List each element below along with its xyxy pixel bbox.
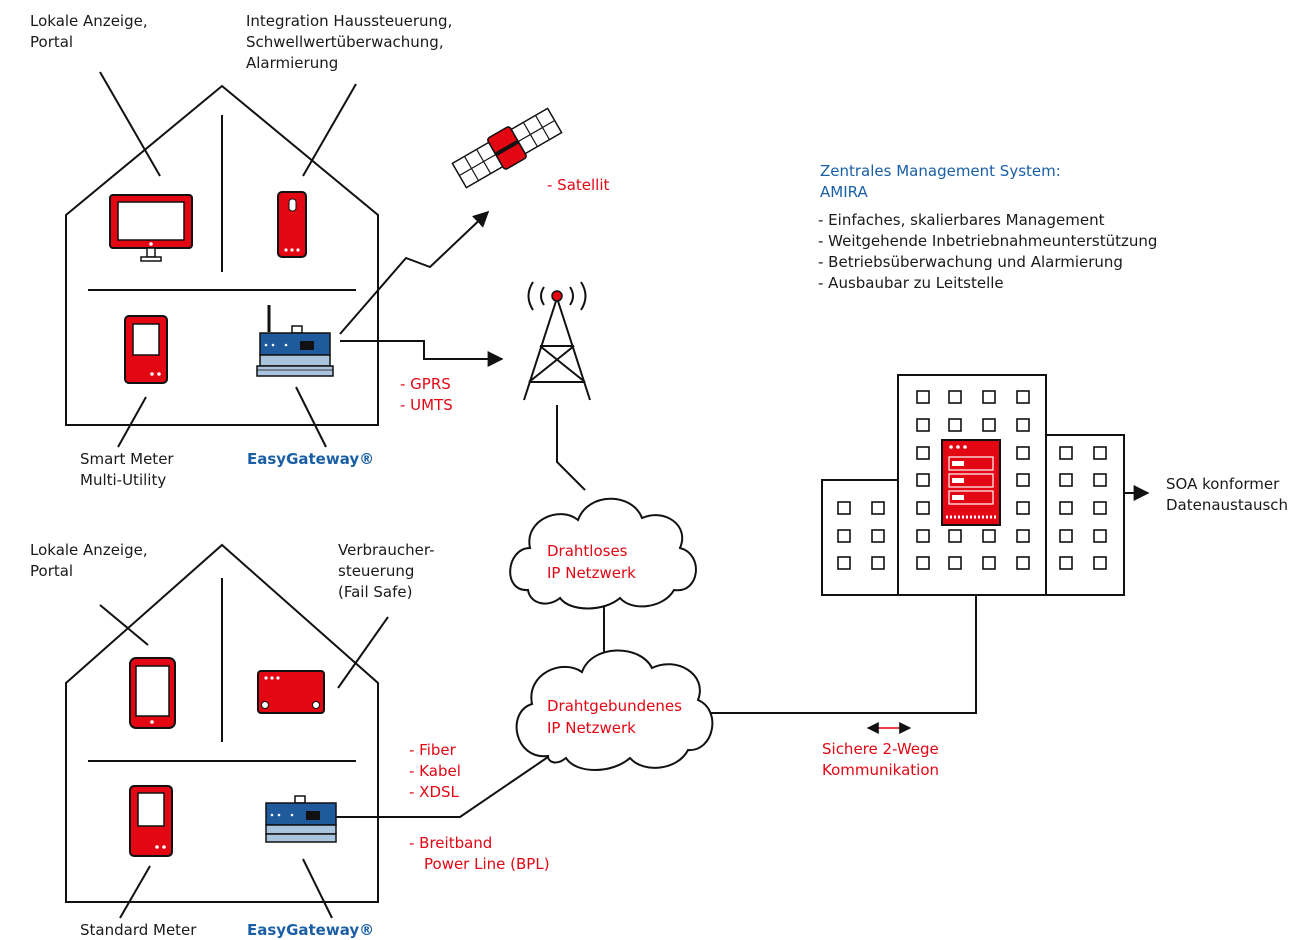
- svg-text:Lokale Anzeige,: Lokale Anzeige,: [30, 12, 148, 30]
- leader-line: [119, 865, 151, 919]
- svg-text:- GPRS: - GPRS: [400, 375, 451, 393]
- antenna-tower-icon: [523, 281, 591, 401]
- smart-meter-label: Smart Meter Multi-Utility: [80, 450, 174, 489]
- bottom-house: [65, 543, 379, 903]
- wired-cloud: [515, 649, 714, 771]
- meter-icon: [129, 785, 173, 857]
- leader-line: [99, 71, 161, 177]
- svg-text:steuerung: steuerung: [338, 562, 414, 580]
- top-house: [65, 84, 379, 426]
- mobile-link-label: - GPRS - UMTS: [400, 375, 453, 414]
- svg-text:Portal: Portal: [30, 33, 73, 51]
- svg-text:Zentrales Management System:: Zentrales Management System:: [820, 162, 1061, 180]
- leader-line: [302, 83, 357, 177]
- wired-link-label: - Fiber - Kabel - XDSL: [409, 741, 461, 801]
- communication-label: Sichere 2-Wege Kommunikation: [822, 740, 939, 779]
- feature-item: - Einfaches, skalierbares Management: [818, 211, 1105, 229]
- smart-meter-icon: [124, 315, 168, 384]
- leader-line: [99, 604, 149, 646]
- wired-link: [336, 756, 549, 818]
- svg-text:Multi-Utility: Multi-Utility: [80, 471, 166, 489]
- leader-line: [117, 396, 147, 448]
- wired-cloud-label: Drahtgebundenes IP Netzwerk: [547, 697, 682, 737]
- feature-item: - Betriebsüberwachung und Alarmierung: [818, 253, 1123, 271]
- svg-text:- XDSL: - XDSL: [409, 783, 460, 801]
- satellite-icon: [451, 107, 563, 189]
- svg-text:Datenaustausch: Datenaustausch: [1166, 496, 1288, 514]
- bottom-local-display-label: Lokale Anzeige, Portal: [30, 541, 148, 580]
- svg-text:Lokale Anzeige,: Lokale Anzeige,: [30, 541, 148, 559]
- svg-text:Integration Haussteuerung,: Integration Haussteuerung,: [246, 12, 452, 30]
- svg-text:IP Netzwerk: IP Netzwerk: [547, 564, 636, 582]
- leader-line: [302, 858, 333, 919]
- feature-item: - Ausbaubar zu Leitstelle: [818, 274, 1004, 292]
- svg-text:Alarmierung: Alarmierung: [246, 54, 338, 72]
- svg-text:IP Netzwerk: IP Netzwerk: [547, 719, 636, 737]
- wireless-cloud: [509, 497, 697, 610]
- bpl-label: - Breitband Power Line (BPL): [409, 834, 550, 873]
- svg-text:Drahtloses: Drahtloses: [547, 542, 628, 560]
- bottom-gateway-label: EasyGateway®: [247, 921, 374, 939]
- top-gateway-label: EasyGateway®: [247, 450, 374, 468]
- svg-text:Verbraucher-: Verbraucher-: [338, 541, 434, 559]
- svg-text:AMIRA: AMIRA: [820, 183, 868, 201]
- gateway-icon: [256, 305, 334, 377]
- svg-text:Kommunikation: Kommunikation: [822, 761, 939, 779]
- wireless-cloud-label: Drahtloses IP Netzwerk: [547, 542, 636, 582]
- svg-text:(Fail Safe): (Fail Safe): [338, 583, 412, 601]
- server-icon: [941, 439, 1001, 526]
- svg-text:Sichere 2-Wege: Sichere 2-Wege: [822, 740, 939, 758]
- svg-text:- Breitband: - Breitband: [409, 834, 492, 852]
- management-features: - Einfaches, skalierbares Management - W…: [818, 211, 1157, 292]
- leader-line: [295, 386, 327, 448]
- tablet-icon: [129, 657, 176, 729]
- svg-text:Portal: Portal: [30, 562, 73, 580]
- monitor-icon: [109, 194, 193, 262]
- gateway-icon: [265, 795, 337, 843]
- svg-text:Smart Meter: Smart Meter: [80, 450, 174, 468]
- standard-meter-label: Standard Meter: [80, 921, 197, 939]
- integration-label: Integration Haussteuerung, Schwellwertüb…: [246, 12, 452, 72]
- satellite-label: - Satellit: [547, 176, 610, 194]
- satellite-link: [339, 210, 490, 335]
- controller-icon: [257, 670, 325, 714]
- mobile-link: [340, 340, 504, 367]
- leader-line: [337, 616, 389, 689]
- feature-item: - Weitgehende Inbetriebnahmeunterstützun…: [818, 232, 1157, 250]
- top-local-display-label: Lokale Anzeige, Portal: [30, 12, 148, 51]
- tower-to-cloud-line: [556, 405, 586, 491]
- management-title: Zentrales Management System: AMIRA: [820, 162, 1061, 201]
- backbone-link: [700, 590, 977, 714]
- sensor-icon: [277, 191, 307, 258]
- svg-text:Drahtgebundenes: Drahtgebundenes: [547, 697, 682, 715]
- svg-text:- Fiber: - Fiber: [409, 741, 457, 759]
- soa-label: SOA konformer Datenaustausch: [1166, 475, 1288, 514]
- svg-text:- UMTS: - UMTS: [400, 396, 453, 414]
- data-center-buildings: [821, 374, 1125, 596]
- svg-text:- Kabel: - Kabel: [409, 762, 461, 780]
- svg-text:Schwellwertüberwachung,: Schwellwertüberwachung,: [246, 33, 444, 51]
- consumer-control-label: Verbraucher- steuerung (Fail Safe): [338, 541, 434, 601]
- svg-text:Power Line (BPL): Power Line (BPL): [424, 855, 550, 873]
- svg-text:SOA konformer: SOA konformer: [1166, 475, 1280, 493]
